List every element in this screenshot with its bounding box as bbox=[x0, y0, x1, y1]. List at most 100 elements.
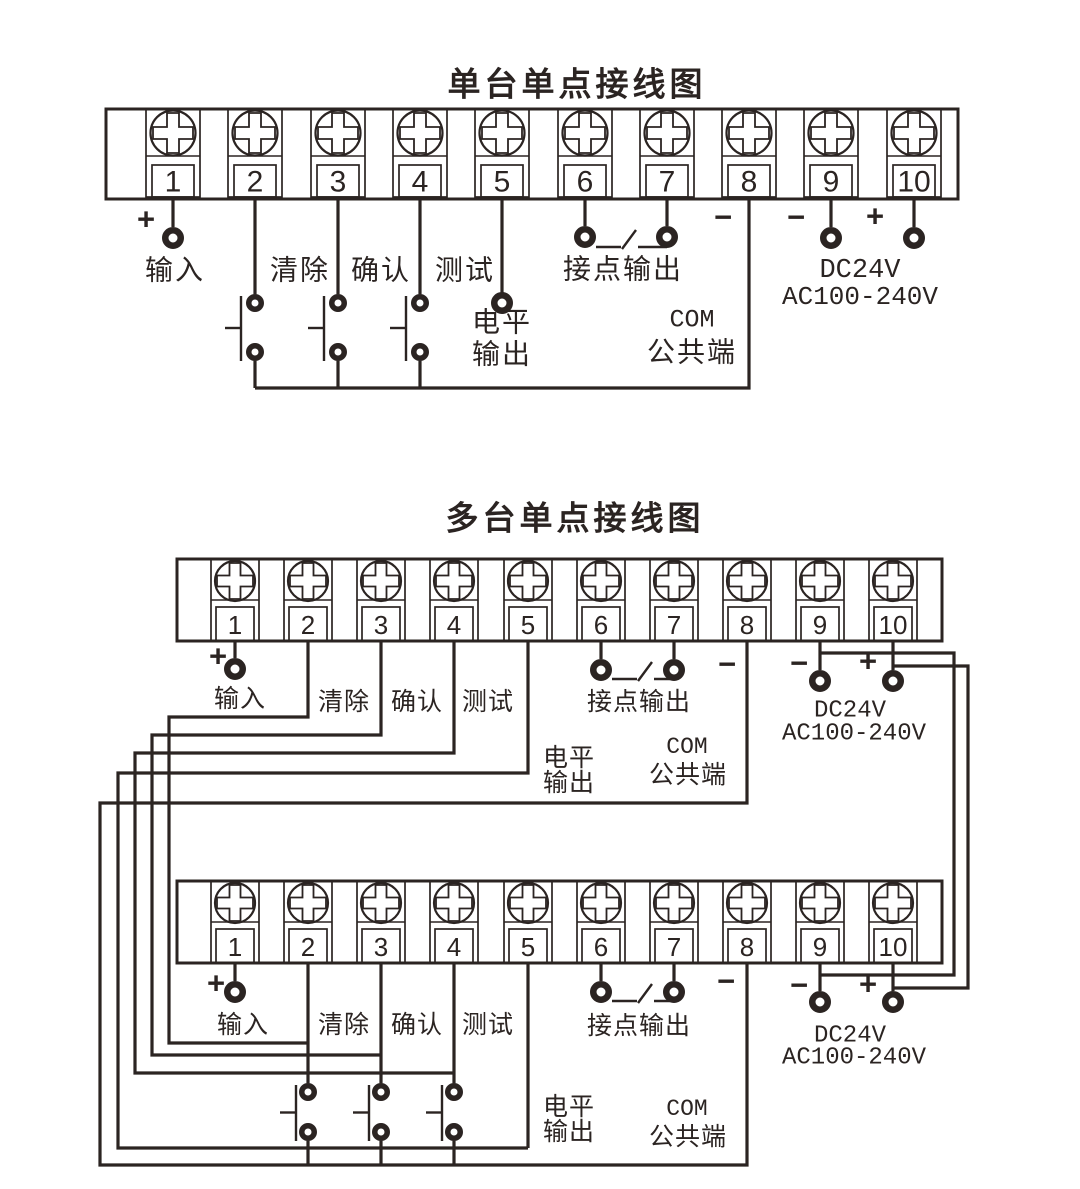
label-level-output: 电平 bbox=[472, 307, 532, 338]
terminal-cell: 5 bbox=[474, 108, 530, 199]
screw-cross bbox=[728, 112, 770, 154]
terminal-number: 10 bbox=[879, 610, 908, 640]
wire bbox=[133, 641, 456, 1075]
terminal-cell: 3 bbox=[310, 108, 366, 199]
terminal-cell: 1 bbox=[145, 108, 201, 199]
terminal-number: 3 bbox=[374, 610, 388, 640]
screw-cross bbox=[801, 562, 839, 600]
terminal-cell: 3 bbox=[356, 880, 406, 964]
screw-terminal-icon bbox=[231, 109, 279, 157]
polarity-plus: + bbox=[207, 966, 225, 1001]
polarity-plus: + bbox=[859, 967, 877, 1002]
label-power-dc: DC24V bbox=[819, 256, 901, 286]
terminal-cell: 4 bbox=[429, 558, 479, 642]
screw-cross bbox=[893, 112, 935, 154]
label-test: 测试 bbox=[462, 688, 514, 716]
terminal-number: 7 bbox=[667, 610, 681, 640]
contact-switch-icon bbox=[612, 983, 674, 1004]
screw-cross bbox=[317, 112, 359, 154]
terminal-number-box bbox=[480, 164, 524, 198]
push-button-icon bbox=[225, 294, 264, 361]
wiring bbox=[162, 199, 925, 390]
connector-ring-icon bbox=[411, 294, 429, 312]
label-contact-output: 接点输出 bbox=[587, 688, 691, 716]
screw-cross bbox=[362, 884, 400, 922]
terminal-number: 8 bbox=[740, 610, 754, 640]
terminal-number: 10 bbox=[879, 932, 908, 962]
terminal-number: 2 bbox=[301, 610, 315, 640]
screw-cross bbox=[655, 884, 693, 922]
label-input: 输入 bbox=[214, 685, 266, 713]
push-button-icon bbox=[308, 294, 347, 361]
terminal-number-box bbox=[892, 164, 936, 198]
screw-terminal-icon bbox=[652, 559, 696, 603]
label-com-common: 公共端 bbox=[649, 761, 727, 789]
terminal-cell: 5 bbox=[503, 880, 553, 964]
polarity-minus: − bbox=[787, 200, 805, 235]
terminal-number-box bbox=[809, 164, 853, 198]
screw-terminal-icon bbox=[506, 559, 550, 603]
terminal-number: 9 bbox=[813, 932, 827, 962]
terminal-number: 3 bbox=[374, 932, 388, 962]
label-com-common: 公共端 bbox=[649, 1123, 727, 1151]
connector-ring-icon bbox=[299, 1123, 317, 1141]
wire bbox=[116, 641, 530, 1150]
screw-terminal-icon bbox=[359, 881, 403, 925]
terminal-cell: 10 bbox=[868, 880, 918, 964]
screw-cross bbox=[564, 112, 606, 154]
screw-cross bbox=[728, 562, 766, 600]
terminal-number: 7 bbox=[667, 932, 681, 962]
screw-cross bbox=[801, 884, 839, 922]
terminal-cell: 4 bbox=[392, 108, 448, 199]
terminal-number: 5 bbox=[521, 932, 535, 962]
terminal-cell: 10 bbox=[868, 558, 918, 642]
screw-terminal-icon bbox=[725, 881, 769, 925]
screw-terminal-icon bbox=[871, 881, 915, 925]
screw-terminal-icon bbox=[286, 881, 330, 925]
terminal-number: 9 bbox=[813, 610, 827, 640]
terminal-number: 10 bbox=[897, 166, 930, 199]
connector-ring-icon bbox=[590, 981, 612, 1003]
terminal-strip-body bbox=[104, 107, 960, 201]
wire bbox=[893, 664, 970, 990]
terminal-number: 8 bbox=[740, 932, 754, 962]
com-wire bbox=[255, 199, 751, 390]
connector-ring-icon bbox=[246, 343, 264, 361]
screw-cross bbox=[509, 884, 547, 922]
screw-terminal-icon bbox=[725, 109, 773, 157]
terminal-number: 1 bbox=[228, 610, 242, 640]
terminal-cell: 6 bbox=[576, 558, 626, 642]
polarity-plus: + bbox=[137, 202, 155, 237]
label-test: 测试 bbox=[462, 1011, 514, 1039]
terminal-number: 2 bbox=[247, 166, 264, 199]
terminal-cell: 7 bbox=[639, 108, 695, 199]
connector-ring-icon bbox=[903, 227, 925, 249]
terminal-number-box bbox=[233, 164, 277, 198]
wiring bbox=[98, 641, 970, 1167]
screw-cross bbox=[874, 884, 912, 922]
polarity-minus: − bbox=[714, 200, 732, 235]
label-level-output: 输出 bbox=[472, 339, 532, 370]
contact-blade bbox=[621, 229, 637, 250]
label-level-output: 电平 bbox=[543, 1093, 595, 1121]
terminal-number: 6 bbox=[594, 932, 608, 962]
label-test: 测试 bbox=[435, 255, 495, 286]
contact-switch-icon bbox=[612, 661, 674, 682]
label-input: 输入 bbox=[217, 1011, 269, 1039]
screw-terminal-icon bbox=[798, 881, 842, 925]
terminal-number-box bbox=[645, 164, 689, 198]
screw-cross bbox=[874, 562, 912, 600]
label-input: 输入 bbox=[145, 255, 205, 286]
terminal-number: 9 bbox=[823, 166, 840, 199]
terminal-cell: 8 bbox=[722, 558, 772, 642]
connector-ring-icon bbox=[372, 1083, 390, 1101]
wire bbox=[150, 641, 383, 1057]
screw-terminal-icon bbox=[643, 109, 691, 157]
connector-ring-icon bbox=[590, 659, 612, 681]
terminal-cell: 1 bbox=[210, 880, 260, 964]
connector-ring-icon bbox=[882, 670, 904, 692]
screw-terminal-icon bbox=[579, 881, 623, 925]
